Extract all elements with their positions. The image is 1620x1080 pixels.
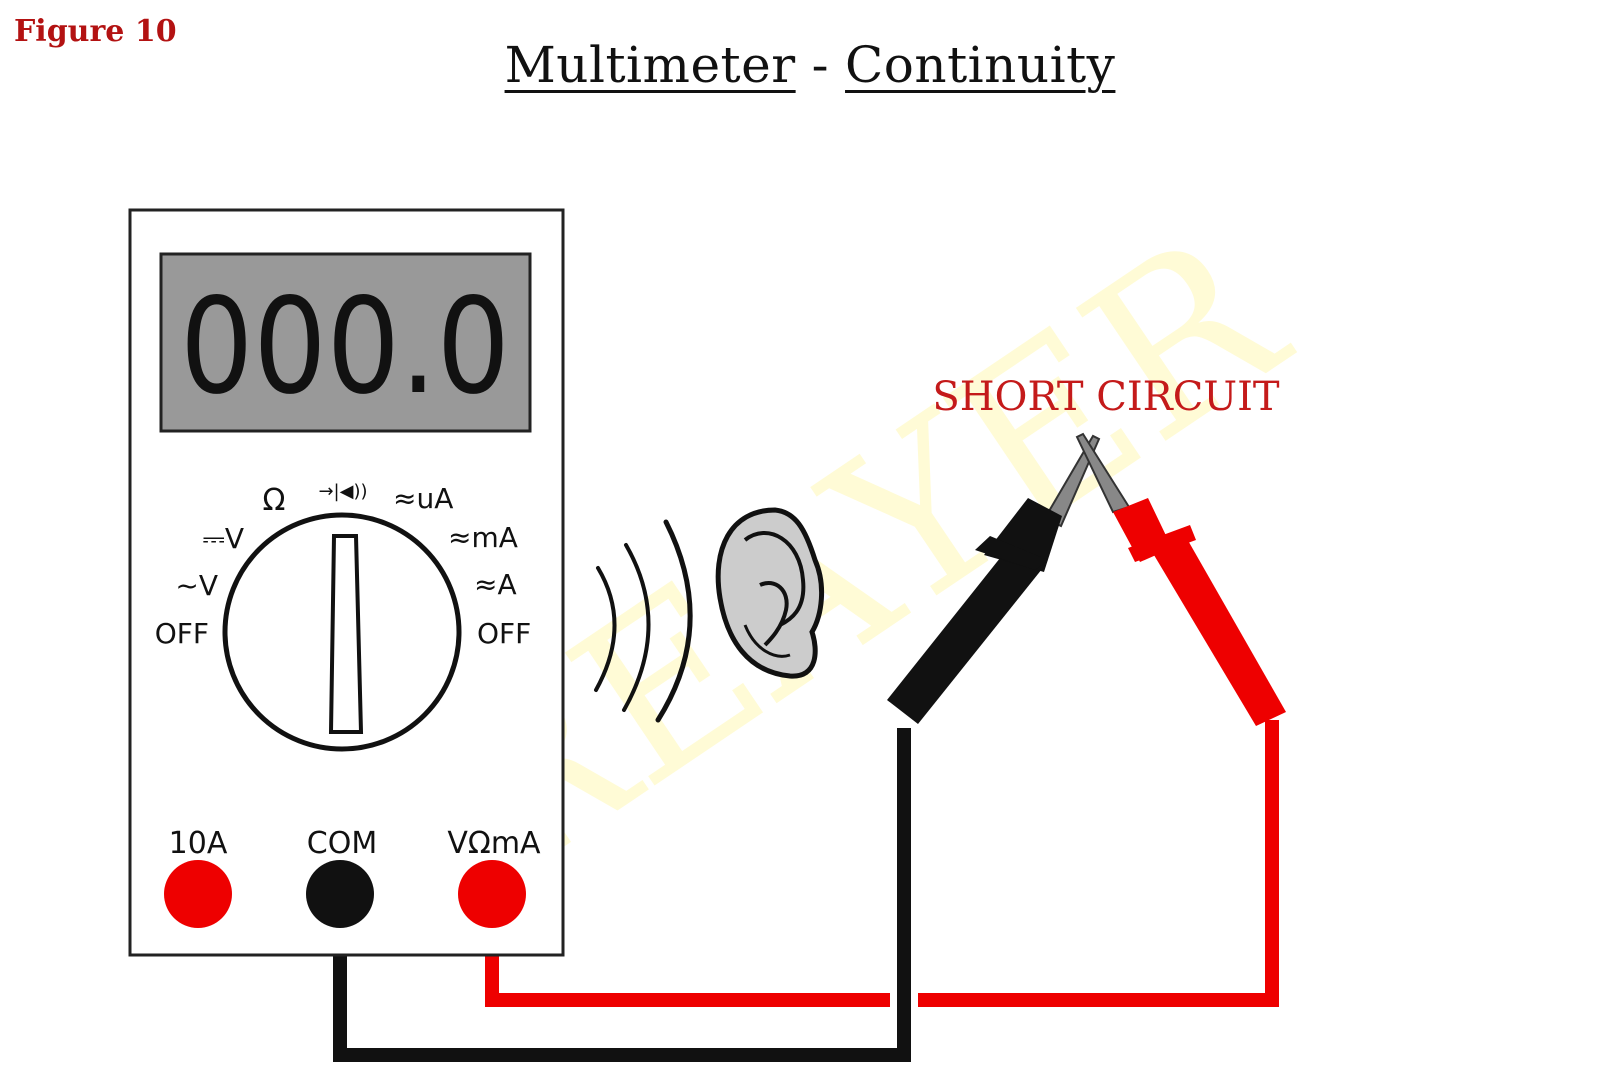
multimeter: 000.0 ⎓V ~V OFF Ω →|◀)) ≈uA ≈mA ≈A OFF 1…: [128, 208, 565, 957]
port-label-com: COM: [307, 826, 377, 861]
title-right: Continuity: [845, 36, 1116, 94]
black-probe-flange: [975, 536, 1048, 570]
dial-label-amps: ≈A: [474, 568, 517, 601]
port-label-vohm-ma: VΩmA: [447, 826, 541, 861]
black-wire-over: [897, 985, 911, 1015]
dial-pointer: [328, 534, 364, 734]
dial-label-milli-amps: ≈mA: [448, 521, 518, 554]
ear-inner-fold: [743, 531, 806, 627]
port-vohm-ma[interactable]: [458, 860, 526, 928]
black-probe-handle: [887, 543, 1046, 724]
dial-label-off-right: OFF: [477, 617, 531, 650]
dial-label-diode-continuity: →|◀)): [318, 481, 367, 502]
short-circuit-label: SHORT CIRCUIT: [932, 374, 1280, 420]
display-value: 000.0: [180, 270, 510, 424]
dial-label-dc-volts: ⎓V: [203, 522, 245, 555]
port-label-10a: 10A: [169, 826, 228, 861]
ear-icon: [715, 507, 825, 679]
title-left: Multimeter: [504, 36, 796, 94]
red-probe-flange: [1128, 525, 1196, 562]
ear-lobe-line: [743, 624, 791, 658]
dial-label-ac-volts: ~V: [175, 569, 218, 602]
ear-canal: [759, 581, 789, 647]
sound-wave-2: [622, 543, 651, 712]
black-wire: [333, 728, 911, 1062]
red-probe-handle: [1148, 530, 1286, 726]
black-probe: [887, 498, 1062, 724]
dial-label-off-left: OFF: [155, 617, 209, 650]
sound-wave-1: [594, 566, 617, 692]
red-probe: [1113, 498, 1286, 726]
port-10a[interactable]: [164, 860, 232, 928]
display-screen: [159, 252, 532, 433]
port-com[interactable]: [306, 860, 374, 928]
title-separator: -: [811, 36, 830, 94]
sound-waves: [594, 519, 693, 723]
sound-wave-3: [655, 519, 693, 723]
page-title: Multimeter-Continuity: [0, 36, 1620, 94]
dial-label-ohms: Ω: [263, 483, 286, 518]
figure-label: Figure 10: [14, 14, 177, 49]
dial-label-micro-amps: ≈uA: [393, 482, 453, 515]
